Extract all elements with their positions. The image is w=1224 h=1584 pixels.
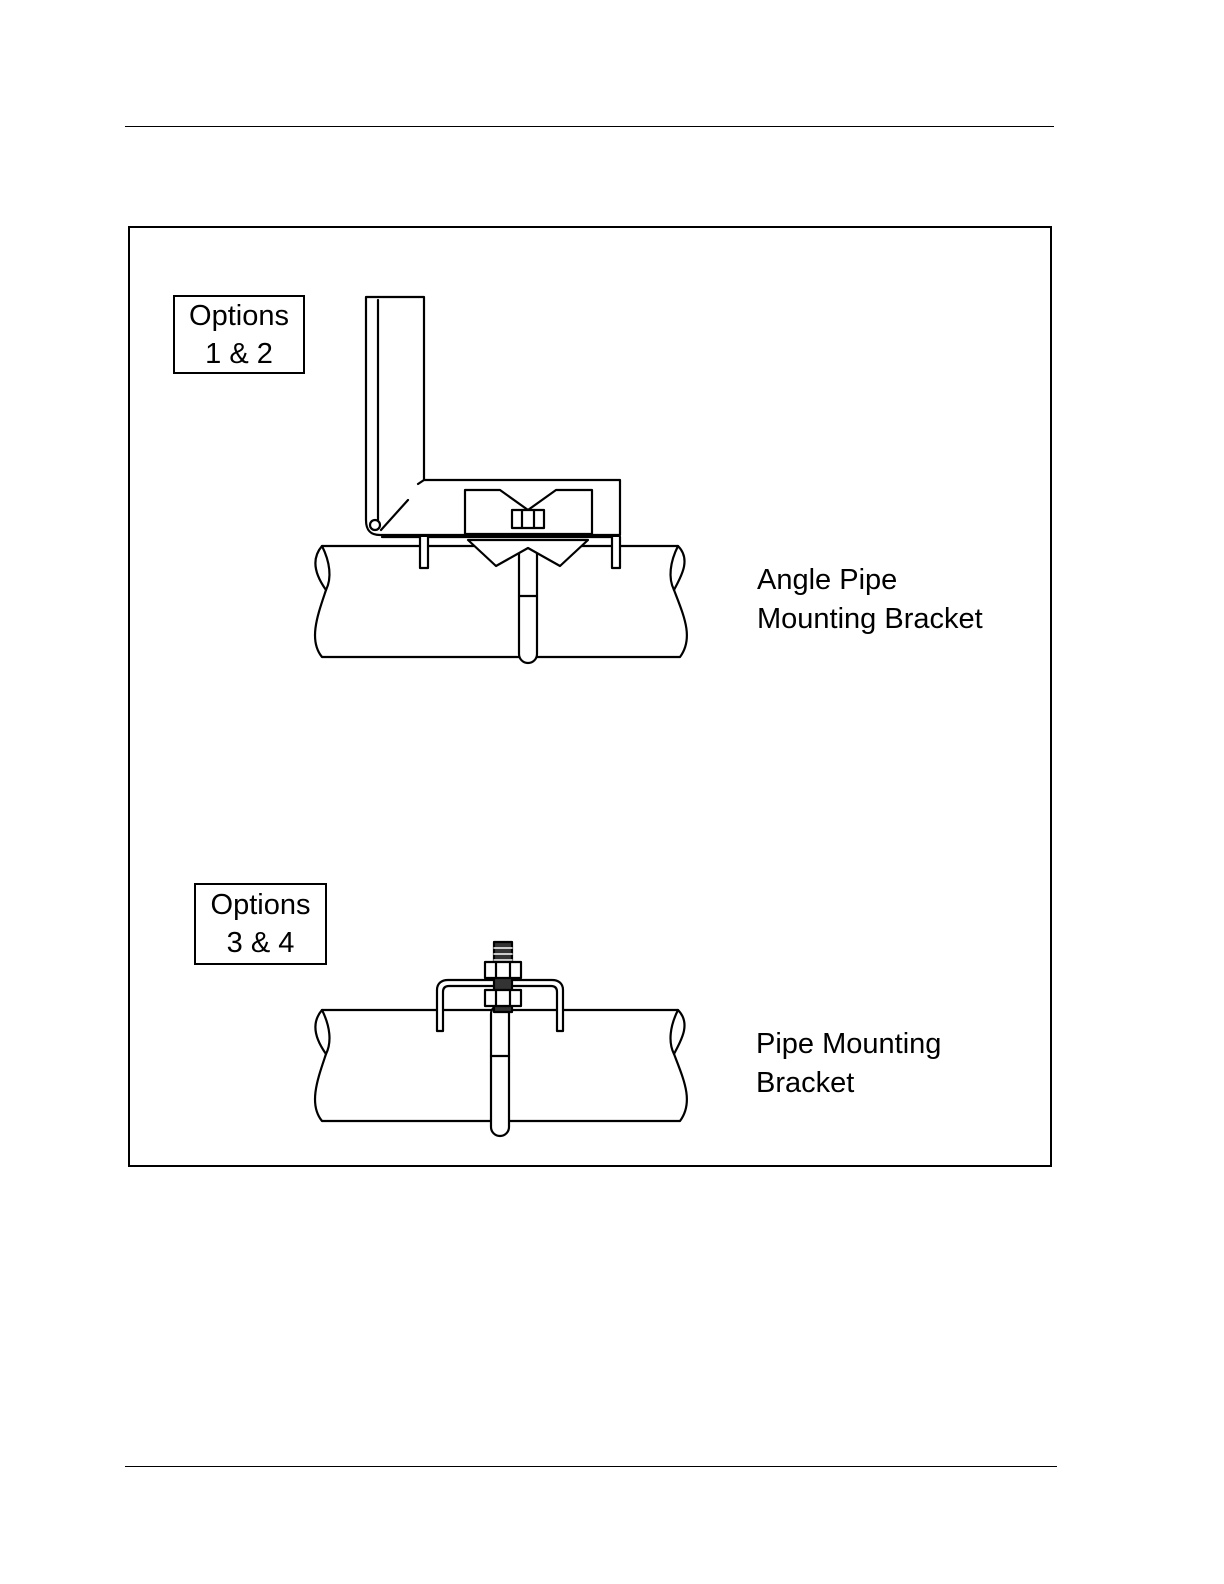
caption-top-line2: Mounting Bracket [757,600,983,639]
caption-angle-pipe-bracket: Angle Pipe Mounting Bracket [757,561,983,639]
nut-top [512,510,544,528]
pipe-mounting-bracket-drawing [315,942,687,1136]
options-label-top: Options 1 & 2 [173,295,305,374]
u-bolt-top [519,545,537,663]
options-label-bottom-line2: 3 & 4 [196,924,325,962]
options-label-top-line1: Options [175,297,303,335]
options-label-top-line2: 1 & 2 [175,335,303,373]
options-label-bottom: Options 3 & 4 [194,883,327,965]
caption-bottom-line1: Pipe Mounting [756,1025,941,1064]
caption-top-line1: Angle Pipe [757,561,983,600]
caption-pipe-bracket: Pipe Mounting Bracket [756,1025,941,1103]
caption-bottom-line2: Bracket [756,1064,941,1103]
options-label-bottom-line1: Options [196,886,325,924]
u-bolt-bottom [491,1005,509,1136]
angle-pipe-mounting-bracket-drawing [315,297,687,663]
